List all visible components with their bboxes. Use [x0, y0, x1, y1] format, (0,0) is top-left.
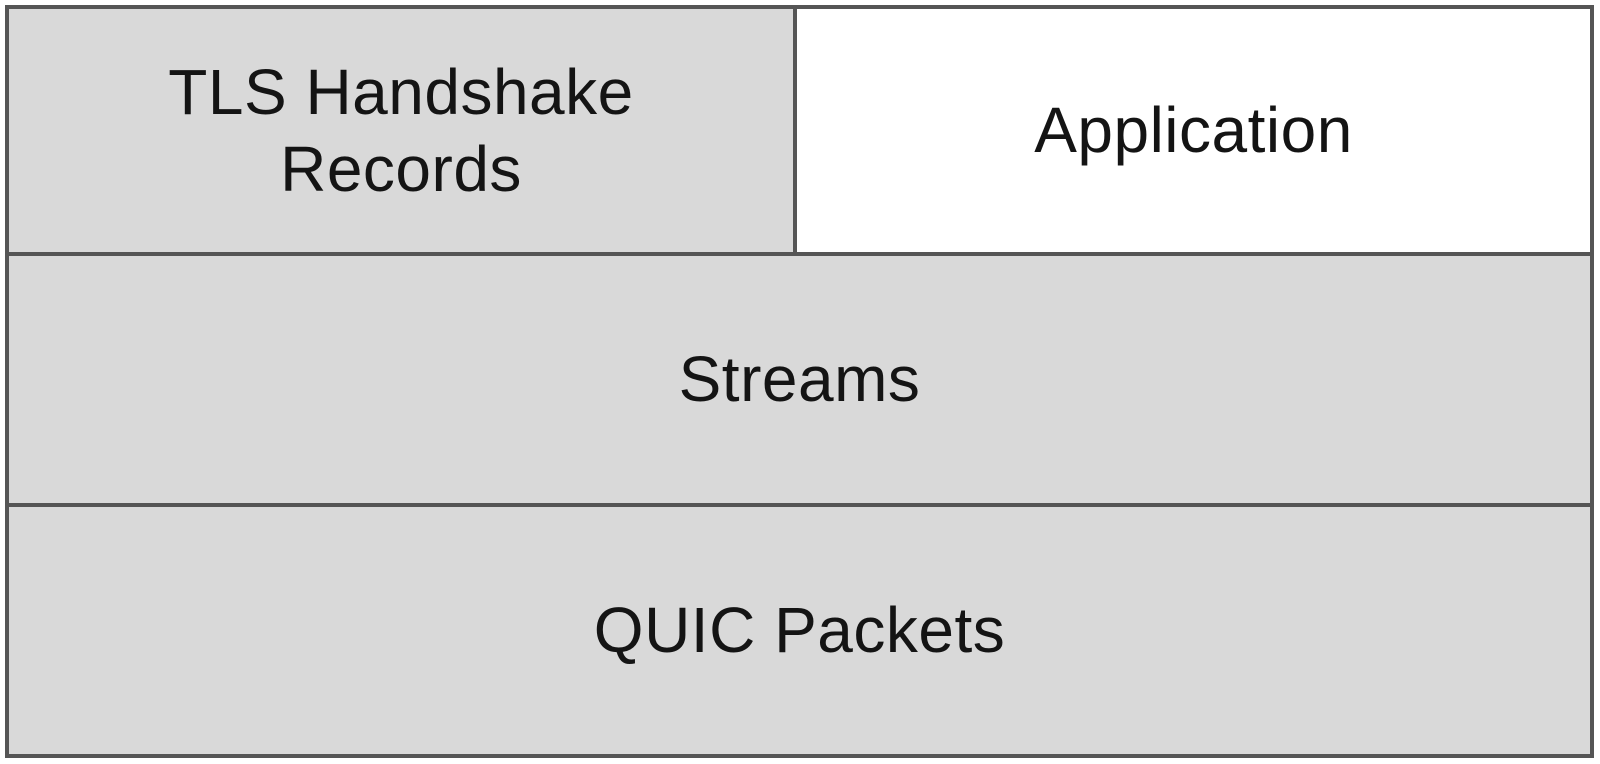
quic-packets-label: QUIC Packets [593, 594, 1006, 667]
layer-cell-tls-handshake-records: TLS Handshake Records [9, 9, 797, 252]
layer-cell-streams: Streams [9, 256, 1590, 507]
tls-handshake-records-label: TLS Handshake Records [168, 55, 634, 205]
streams-label: Streams [678, 343, 921, 416]
top-layer-row: TLS Handshake Records Application [9, 9, 1590, 256]
application-label: Application [1034, 94, 1353, 167]
quic-stack-diagram: TLS Handshake Records Application Stream… [5, 5, 1594, 758]
layer-cell-application: Application [797, 9, 1590, 252]
layer-cell-quic-packets: QUIC Packets [9, 507, 1590, 754]
